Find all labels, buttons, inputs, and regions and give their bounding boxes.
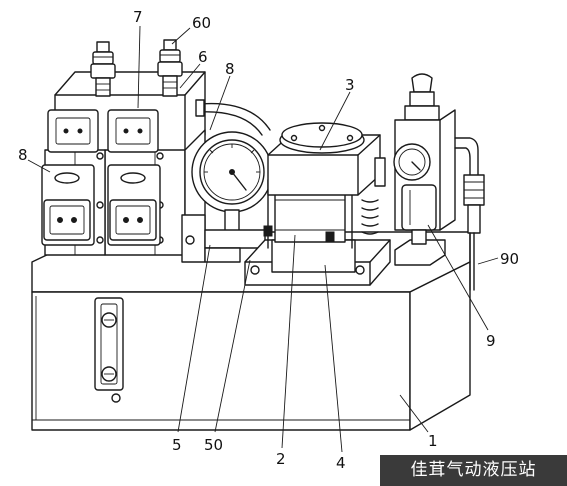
callout-90: 90 <box>500 250 519 268</box>
callout-7: 7 <box>133 8 143 26</box>
callout-9: 9 <box>486 332 496 350</box>
pump-assembly <box>244 122 391 286</box>
callout-8-top: 8 <box>225 60 235 78</box>
leader-lines <box>27 25 499 453</box>
right-filter-assembly <box>393 73 485 291</box>
sight-glass <box>94 297 124 403</box>
callout-60: 60 <box>192 14 211 32</box>
gauge-bracket <box>181 214 266 263</box>
adjust-screw-right <box>157 39 183 97</box>
callout-1: 1 <box>428 432 438 450</box>
upper-solenoid-right <box>107 109 159 153</box>
callout-50: 50 <box>204 436 223 454</box>
callout-3: 3 <box>345 76 355 94</box>
callout-4: 4 <box>336 454 346 472</box>
lower-solenoid-left <box>41 164 95 246</box>
lower-solenoid-right <box>107 164 161 246</box>
pressure-gauge <box>191 131 273 233</box>
upper-solenoid-left <box>47 109 99 153</box>
callout-8-left: 8 <box>18 146 28 164</box>
adjust-screw-left <box>90 41 116 97</box>
watermark-caption: 佳茸气动液压站 <box>380 455 567 486</box>
callout-2: 2 <box>276 450 286 468</box>
manifold-pipe <box>195 99 271 136</box>
callout-6: 6 <box>198 48 208 66</box>
callout-5: 5 <box>172 436 182 454</box>
